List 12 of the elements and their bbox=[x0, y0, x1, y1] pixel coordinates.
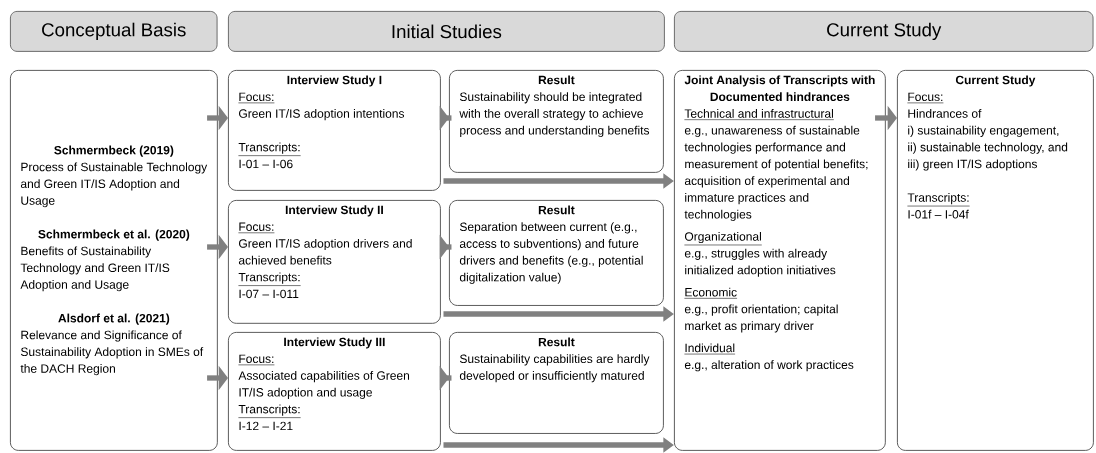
column-header: Current Study bbox=[674, 11, 1094, 52]
text-box: Interview Study I Focus: Green IT/IS adoption intentions Transcripts: I-01 – I-06 bbox=[228, 70, 441, 191]
text-box: Interview Study II Focus: Green IT/IS adoption drivers and achieved benefits Transcripts: I-07 – I-011 bbox=[228, 200, 441, 324]
column-header: Conceptual Basis bbox=[10, 11, 218, 52]
text-box: Interview Study III Focus: Associated capabilities of Green IT/IS adoption and usage Transcripts: I-12 – I-21 bbox=[228, 332, 441, 451]
column-header: Initial Studies bbox=[228, 11, 665, 52]
text-box: Current Study Focus: Hindrances of i) sustainability engagement, ii) sustainable technology, and iii) green IT/IS adoptions Transcripts: I-01f – I-04f bbox=[897, 70, 1094, 451]
text-box: Joint Analysis of Transcripts with Documented hindrances Technical and infrastructural e.g., unawareness of sustainable technologies performance and measurement of potential benefits; acquisition of experimental and immature practices and technologies Organizational e.g., struggles with already initialized adoption initiatives Economic e.g., profit orientation; capital market as primary driver Individual e.g., alteration of work practices bbox=[674, 70, 886, 451]
text-box: Schmermbeck (2019) Process of Sustainable Technology and Green IT/IS Adoption and Usage Schmermbeck et al. (2020) Benefits of Sustainability Technology and Green IT/IS Adoption and Usage Alsdorf et al. (2021) Relevance and Significance of Sustainability Adoption in SMEs of the DACH Region bbox=[10, 70, 218, 451]
text-box: Result Sustainability capabilities are hardly developed or insufficiently matured bbox=[449, 332, 664, 434]
text-box: Result Separation between current (e.g., access to subventions) and future drivers and benefits (e.g., potential digitalization value) bbox=[449, 200, 664, 306]
text-box: Result Sustainability should be integrated with the overall strategy to achieve process and understanding benefits bbox=[449, 70, 664, 173]
